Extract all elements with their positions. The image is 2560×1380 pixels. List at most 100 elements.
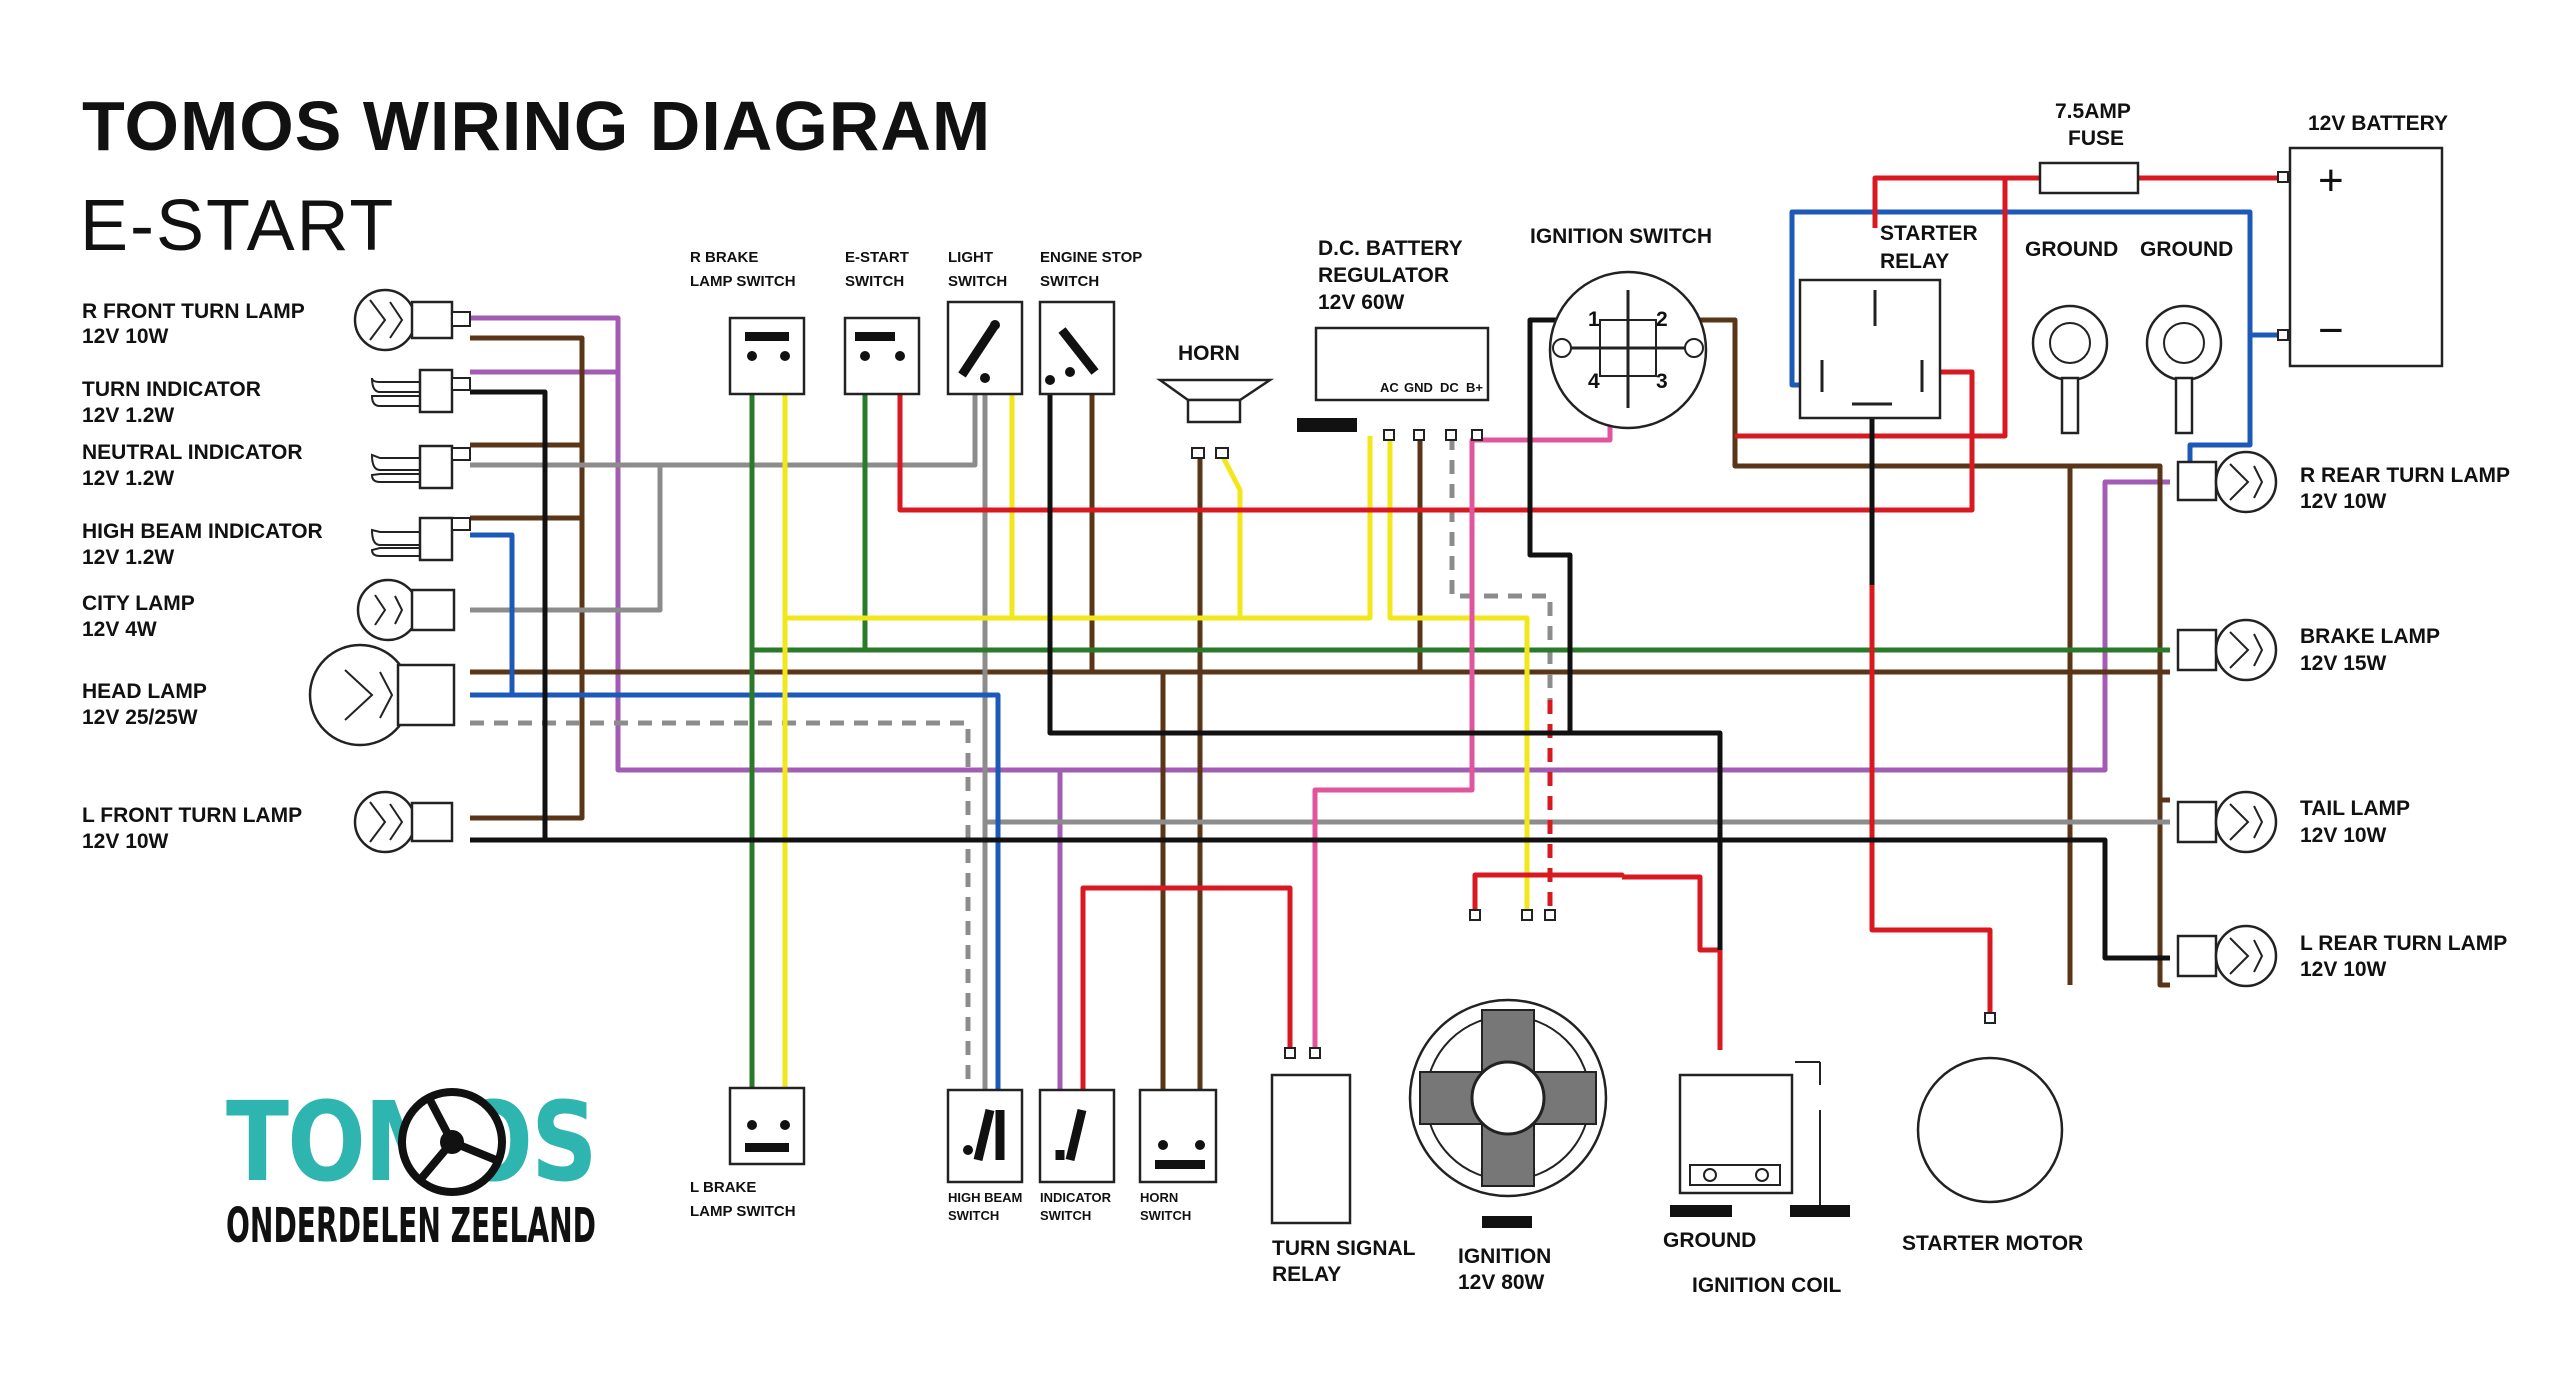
- neutral-indicator-label: NEUTRAL INDICATOR: [82, 441, 303, 464]
- wire-black-turn: [470, 389, 548, 843]
- wire-black-coil: [1570, 730, 1723, 950]
- horn-switch-label-2: SWITCH: [1140, 1208, 1191, 1223]
- wire-yellow-horn: [1219, 453, 1243, 618]
- r-rear-turn-lamp-rating: 12V 10W: [2300, 490, 2387, 513]
- l-brake-switch-label: L BRAKE: [690, 1179, 756, 1196]
- starter-relay-label-1: STARTER: [1880, 222, 1978, 245]
- starter-motor: STARTER MOTOR: [1902, 1012, 2083, 1255]
- high-beam-switch: HIGH BEAM SWITCH: [946, 1088, 1024, 1223]
- wire-blue-ground: [2187, 335, 2253, 470]
- horn-switch: HORN SWITCH: [1138, 1088, 1218, 1223]
- engine-stop-switch: ENGINE STOP SWITCH: [1038, 249, 1142, 396]
- r-front-turn-lamp: R FRONT TURN LAMP 12V 10W: [82, 288, 471, 352]
- ignition-label-1: IGNITION: [1458, 1245, 1551, 1268]
- turn-signal-relay-label-2: RELAY: [1272, 1263, 1341, 1286]
- ground-2-label: GROUND: [2140, 238, 2233, 261]
- wire-red-coil: [1622, 874, 1723, 1050]
- light-switch-label-2: SWITCH: [948, 273, 1007, 290]
- regulator-terminal-ac: AC: [1380, 380, 1399, 395]
- tail-lamp: TAIL LAMP 12V 10W: [2176, 790, 2410, 854]
- turn-indicator-label: TURN INDICATOR: [82, 378, 261, 401]
- wire-grey-city: [470, 465, 663, 613]
- e-start-switch-label: E-START: [845, 249, 909, 266]
- wire-red-starter: [1869, 585, 1993, 1015]
- r-front-turn-lamp-rating: 12V 10W: [82, 325, 169, 348]
- wire-red-fuse-relay-b: [1735, 178, 2008, 439]
- city-lamp: CITY LAMP 12V 4W: [82, 578, 456, 642]
- ground-1-label: GROUND: [2025, 238, 2118, 261]
- wire-red-fuse-relay: [1872, 175, 2040, 228]
- neutral-indicator: NEUTRAL INDICATOR 12V 1.2W: [82, 441, 471, 490]
- starter-motor-label: STARTER MOTOR: [1902, 1232, 2083, 1255]
- ignition-pin-2: 2: [1656, 308, 1668, 331]
- starter-relay-label-2: RELAY: [1880, 250, 1949, 273]
- ground-1: GROUND: [2025, 238, 2118, 435]
- engine-stop-switch-label-2: SWITCH: [1040, 273, 1099, 290]
- brake-lamp: BRAKE LAMP 12V 15W: [2176, 618, 2440, 682]
- r-front-turn-lamp-label: R FRONT TURN LAMP: [82, 300, 305, 323]
- diagram-title: TOMOS WIRING DIAGRAM: [82, 87, 991, 165]
- ignition-label-2: 12V 80W: [1458, 1271, 1545, 1294]
- l-rear-turn-lamp-rating: 12V 10W: [2300, 958, 2387, 981]
- head-lamp: HEAD LAMP 12V 25/25W: [82, 643, 456, 747]
- wire-blue-head: [512, 692, 1001, 1145]
- right-lamps: R REAR TURN LAMP 12V 10W BRAKE LAMP 12V …: [2176, 450, 2510, 988]
- high-beam-indicator-label: HIGH BEAM INDICATOR: [82, 520, 323, 543]
- l-front-turn-lamp-rating: 12V 10W: [82, 830, 169, 853]
- l-front-turn-lamp-label: L FRONT TURN LAMP: [82, 804, 302, 827]
- wire-blue-battery: [1789, 209, 2283, 388]
- turn-indicator: TURN INDICATOR 12V 1.2W: [82, 368, 471, 427]
- ignition-coil-ground-label: GROUND: [1663, 1229, 1756, 1252]
- regulator-label-1: D.C. BATTERY: [1318, 237, 1463, 260]
- e-start-switch-label-2: SWITCH: [845, 273, 904, 290]
- wire-grey-dashed-headlamp: [470, 720, 971, 1140]
- turn-indicator-rating: 12V 1.2W: [82, 404, 174, 427]
- l-rear-turn-lamp: L REAR TURN LAMP 12V 10W: [2176, 924, 2507, 988]
- neutral-indicator-rating: 12V 1.2W: [82, 467, 174, 490]
- logo-wheel-icon: [398, 1088, 506, 1196]
- fuse-label-1: 7.5AMP: [2055, 100, 2131, 123]
- r-rear-turn-lamp: R REAR TURN LAMP 12V 10W: [2176, 450, 2510, 514]
- wire-purple-turn: [470, 315, 2170, 773]
- regulator-terminal-dc: DC: [1440, 380, 1459, 395]
- l-brake-lamp-switch: L BRAKE LAMP SWITCH: [690, 1086, 806, 1220]
- regulator-label-3: 12V 60W: [1318, 291, 1405, 314]
- wire-yellow-reg-dc: [1387, 436, 1530, 915]
- ignition-pin-3: 3: [1656, 370, 1668, 393]
- city-lamp-rating: 12V 4W: [82, 618, 157, 641]
- wire-brown-ignition-switch: [1655, 317, 2170, 988]
- ignition-coil: GROUND IGNITION COIL: [1663, 1061, 1850, 1297]
- battery-label: 12V BATTERY: [2308, 112, 2448, 135]
- tail-lamp-label: TAIL LAMP: [2300, 797, 2410, 820]
- ignition-pin-1: 1: [1588, 308, 1600, 331]
- wires: [470, 175, 2283, 1145]
- diagram-subtitle: E-START: [80, 186, 395, 266]
- wire-yellow-bus: [785, 436, 1373, 621]
- wire-black-ignition: [1047, 317, 1595, 736]
- r-rear-turn-lamp-label: R REAR TURN LAMP: [2300, 464, 2510, 487]
- ignition-coil-label: IGNITION COIL: [1692, 1274, 1842, 1297]
- grounds: GROUND GROUND: [2025, 238, 2233, 435]
- l-rear-turn-lamp-label: L REAR TURN LAMP: [2300, 932, 2507, 955]
- wire-brown-stop: [1070, 369, 1095, 672]
- wire-red-estart: [897, 355, 1975, 513]
- battery: 12V BATTERY + −: [2277, 112, 2448, 368]
- starter-relay: STARTER RELAY: [1798, 222, 1978, 420]
- l-brake-switch-label-2: LAMP SWITCH: [690, 1203, 796, 1220]
- indicator-switch: INDICATOR SWITCH: [1038, 1088, 1116, 1223]
- wire-pink-ignition-switch: [1312, 385, 1613, 1050]
- regulator-label-2: REGULATOR: [1318, 264, 1449, 287]
- l-front-turn-lamp: L FRONT TURN LAMP 12V 10W: [82, 790, 454, 854]
- regulator-terminal-gnd: GND: [1404, 380, 1433, 395]
- ignition-pin-4: 4: [1588, 370, 1600, 393]
- battery-minus: −: [2318, 306, 2344, 355]
- high-beam-switch-label: HIGH BEAM: [948, 1190, 1022, 1205]
- light-switch-label: LIGHT: [948, 249, 993, 266]
- ground-2: GROUND: [2140, 238, 2233, 435]
- fuse-label-2: FUSE: [2068, 127, 2124, 150]
- e-start-switch: E-START SWITCH: [843, 249, 921, 396]
- high-beam-indicator: HIGH BEAM INDICATOR 12V 1.2W: [82, 516, 471, 569]
- horn-switch-label: HORN: [1140, 1190, 1178, 1205]
